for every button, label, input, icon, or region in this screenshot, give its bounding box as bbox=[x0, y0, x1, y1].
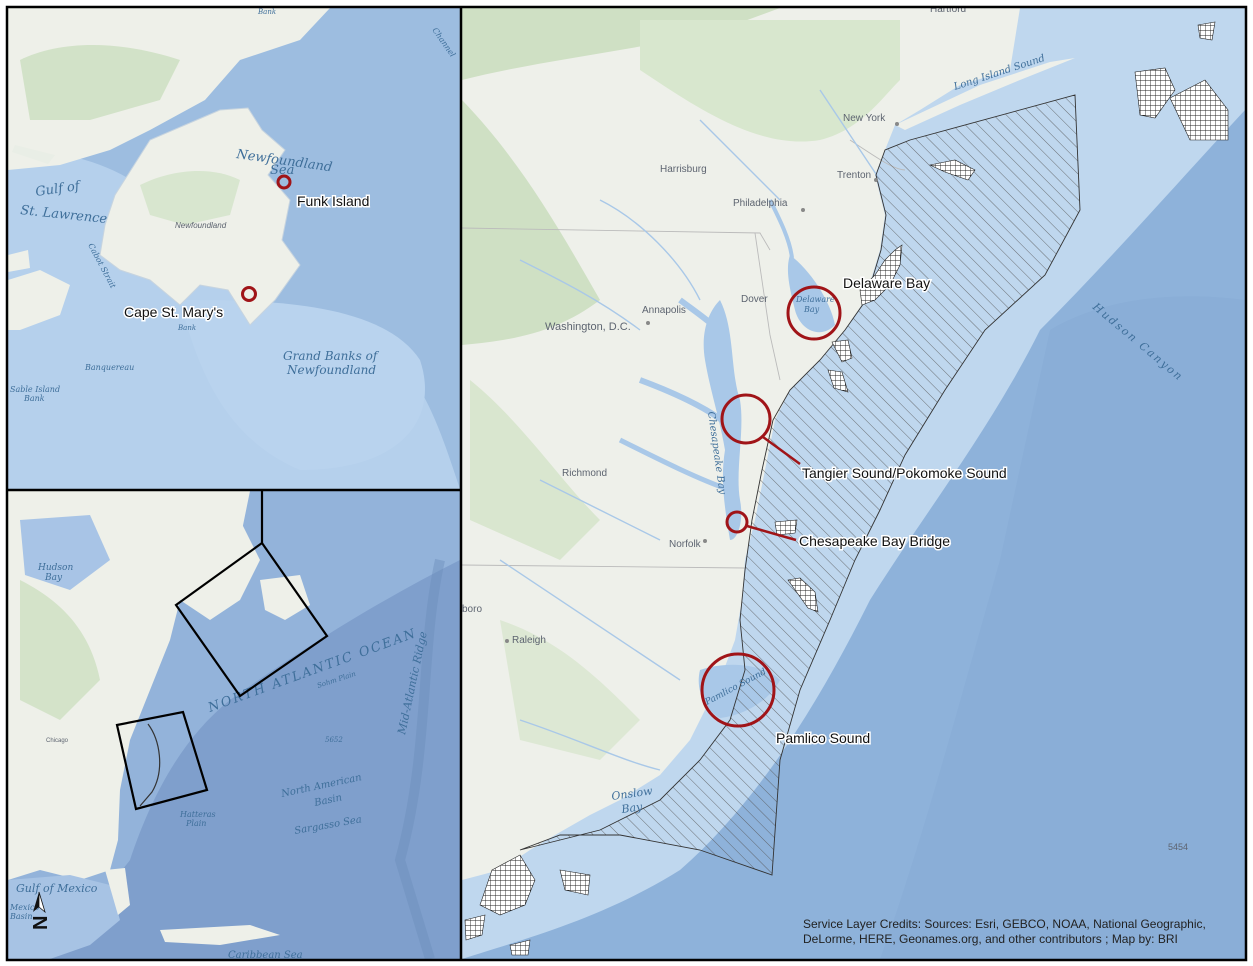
north-arrow-letter: N bbox=[30, 916, 52, 930]
city-harrisburg: Harrisburg bbox=[660, 164, 707, 175]
bank-label: Bank bbox=[177, 324, 196, 332]
credits-line-2: DeLorme, HERE, Geonames.org, and other c… bbox=[803, 932, 1178, 946]
city-norfolk: Norfolk bbox=[669, 539, 702, 550]
lease-blocks bbox=[464, 21, 1229, 956]
caribbean-label: Caribbean Sea bbox=[228, 950, 303, 961]
bank-top-label: Bank bbox=[257, 8, 276, 16]
onslow-bay-label: Onslow bbox=[611, 784, 654, 803]
city-washington-dc: Washington, D.C. bbox=[545, 321, 631, 333]
credits-line-1: Service Layer Credits: Sources: Esri, GE… bbox=[803, 917, 1206, 931]
main-map: New York Harrisburg Trenton Philadelphia… bbox=[462, 4, 1245, 959]
delaware-bay-site-label: Delaware Bay bbox=[843, 275, 930, 291]
mexico-basin-label-2: Basin bbox=[9, 912, 32, 921]
sable-island-label: Sable Island bbox=[10, 385, 60, 394]
rivers bbox=[499, 89, 881, 771]
newfoundland-sea-label-2: Sea bbox=[270, 163, 294, 178]
newfoundland-extent-box bbox=[174, 541, 329, 698]
hatteras-plain-label: Hatteras bbox=[179, 810, 216, 819]
city-raleigh: Raleigh bbox=[512, 635, 546, 646]
hudson-bay-label-2: Bay bbox=[44, 573, 63, 583]
cape-st-marys-site-marker bbox=[241, 286, 257, 302]
mid-atlantic-coast-detail bbox=[139, 723, 161, 807]
pamlico-sound-site-label: Pamlico Sound bbox=[776, 730, 870, 746]
depth-label: 5454 bbox=[1168, 842, 1188, 852]
city-hartford: Hartford bbox=[930, 4, 966, 15]
site-markers bbox=[700, 285, 842, 728]
city-philadelphia: Philadelphia bbox=[733, 198, 788, 209]
city-dots bbox=[505, 122, 899, 643]
onslow-bay-label-2: Bay bbox=[620, 800, 644, 816]
grand-banks-label: Grand Banks of bbox=[283, 349, 380, 363]
pamlico-sound-site-circle bbox=[700, 652, 776, 728]
chesapeake-bridge-site-circle bbox=[725, 510, 749, 534]
hatteras-plain-label-2: Plain bbox=[185, 819, 206, 828]
mexico-basin-label: Mexico bbox=[9, 903, 39, 912]
city-richmond: Richmond bbox=[562, 468, 607, 479]
boro-label: boro bbox=[462, 604, 482, 615]
city-new-york: New York bbox=[843, 113, 886, 124]
cape-st-marys-label: Cape St. Mary's bbox=[124, 304, 223, 320]
grand-banks-label-2: Newfoundland bbox=[286, 363, 376, 377]
chicago-label: Chicago bbox=[46, 738, 69, 744]
north-arrow: N bbox=[30, 891, 52, 930]
chesapeake-bridge-site-label: Chesapeake Bay Bridge bbox=[799, 533, 950, 549]
overview-inset: Hudson Bay NORTH ATLANTIC OCEAN Mid-Atla… bbox=[8, 491, 460, 961]
gulf-of-mexico-label: Gulf of Mexico bbox=[16, 882, 98, 895]
gulf-label: Gulf of bbox=[34, 179, 82, 200]
tangier-sound-site-label: Tangier Sound/Pokomoke Sound bbox=[802, 465, 1007, 481]
tangier-sound-leader bbox=[762, 435, 801, 466]
newfoundland-label: Newfoundland bbox=[175, 221, 227, 230]
city-annapolis: Annapolis bbox=[642, 305, 686, 316]
banquereau-label: Banquereau bbox=[84, 363, 134, 372]
hudson-bay-label: Hudson bbox=[37, 563, 73, 573]
tangier-sound-site-circle bbox=[720, 393, 772, 445]
city-trenton: Trenton bbox=[837, 170, 871, 181]
city-dover: Dover bbox=[741, 294, 768, 305]
overview-depth-label: 5652 bbox=[325, 736, 343, 744]
delaware-bay-water-label: Delaware bbox=[795, 295, 835, 304]
chesapeake-bridge-leader bbox=[746, 524, 797, 542]
panel-frames bbox=[5, 5, 1248, 962]
funk-island-site-marker bbox=[276, 174, 292, 190]
mid-atlantic-extent-box bbox=[115, 710, 209, 811]
newfoundland-inset: Newfoundland Sea Gulf of St. Lawrence Ne… bbox=[8, 8, 460, 489]
delaware-bay-water-label-2: Bay bbox=[803, 305, 820, 314]
funk-island-label: Funk Island bbox=[297, 193, 369, 209]
delaware-bay-site-circle bbox=[786, 285, 842, 341]
sable-island-label-2: Bank bbox=[23, 394, 45, 403]
